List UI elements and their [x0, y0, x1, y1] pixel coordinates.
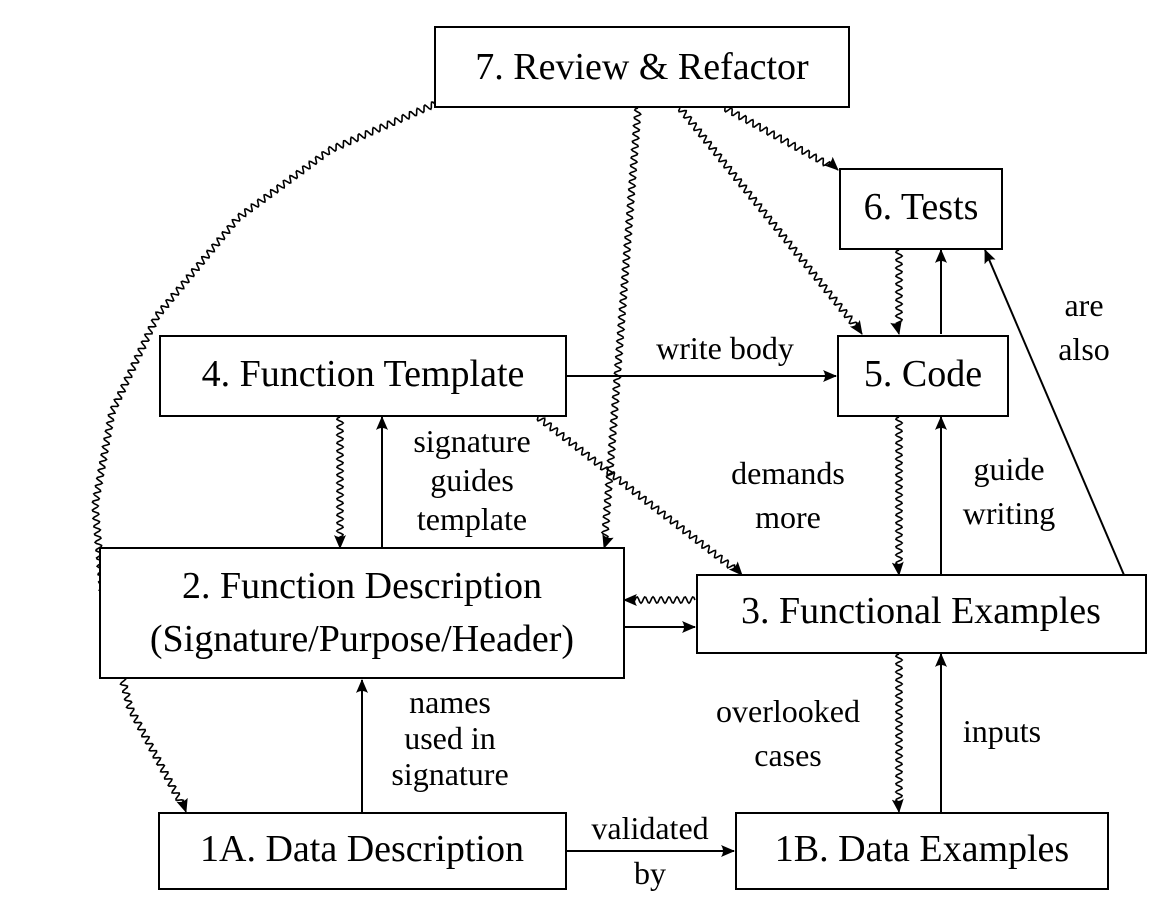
- node-function-description-line1: 2. Function Description: [182, 565, 542, 607]
- node-function-description-line2: (Signature/Purpose/Header): [150, 618, 574, 660]
- node-function-description: 2. Function Description (Signature/Purpo…: [99, 547, 625, 679]
- wavy-tests-to-code: [890, 249, 904, 335]
- label-guide-writing-2: writing: [963, 495, 1055, 531]
- node-review-refactor: 7. Review & Refactor: [434, 26, 850, 108]
- node-code: 5. Code: [837, 335, 1009, 417]
- node-functional-examples: 3. Functional Examples: [696, 574, 1147, 654]
- wavy-examples-to-data-examples: [891, 653, 904, 813]
- node-functional-examples-label: 3. Functional Examples: [741, 590, 1101, 632]
- node-function-template: 4. Function Template: [159, 335, 567, 417]
- wavy-review-to-tests: [723, 107, 839, 171]
- wavy-code-to-examples: [891, 416, 904, 576]
- node-function-template-label: 4. Function Template: [202, 353, 525, 395]
- label-demands-more-2: more: [755, 499, 821, 535]
- label-validated-by-1: validated: [591, 810, 708, 846]
- wavy-examples-to-description: [623, 594, 696, 606]
- label-signature-guides-template-3: template: [417, 501, 527, 537]
- label-are-also-2: also: [1058, 331, 1110, 367]
- label-guide-writing-1: guide: [973, 451, 1044, 487]
- straight-arrows: [356, 249, 1125, 857]
- label-overlooked-cases-2: cases: [754, 737, 822, 773]
- label-names-used-in-signature-1: names: [409, 684, 491, 720]
- label-names-used-in-signature-3: signature: [391, 756, 508, 792]
- label-write-body: write body: [656, 330, 794, 366]
- wavy-review-to-code: [677, 107, 863, 335]
- wavy-review-to-description: [600, 107, 642, 549]
- wavy-template-to-examples: [536, 416, 743, 576]
- label-signature-guides-template-1: signature: [413, 423, 530, 459]
- wavy-template-to-description: [334, 416, 346, 549]
- node-data-description: 1A. Data Description: [158, 812, 567, 890]
- label-are-also-1: are: [1064, 287, 1103, 323]
- label-inputs: inputs: [963, 713, 1041, 749]
- label-demands-more-1: demands: [731, 455, 845, 491]
- node-tests-label: 6. Tests: [864, 186, 979, 228]
- node-tests: 6. Tests: [839, 168, 1003, 250]
- node-data-description-label: 1A. Data Description: [200, 828, 524, 870]
- node-data-examples-label: 1B. Data Examples: [775, 828, 1069, 870]
- wavy-review-to-data-description: [91, 101, 436, 813]
- label-signature-guides-template-2: guides: [430, 462, 514, 498]
- node-review-refactor-label: 7. Review & Refactor: [475, 46, 809, 88]
- label-overlooked-cases-1: overlooked: [716, 693, 860, 729]
- node-code-label: 5. Code: [864, 353, 982, 395]
- arrow-examples-to-tests: [984, 249, 1125, 576]
- label-names-used-in-signature-2: used in: [404, 720, 496, 756]
- node-data-examples: 1B. Data Examples: [735, 812, 1109, 890]
- label-validated-by-2: by: [634, 855, 666, 891]
